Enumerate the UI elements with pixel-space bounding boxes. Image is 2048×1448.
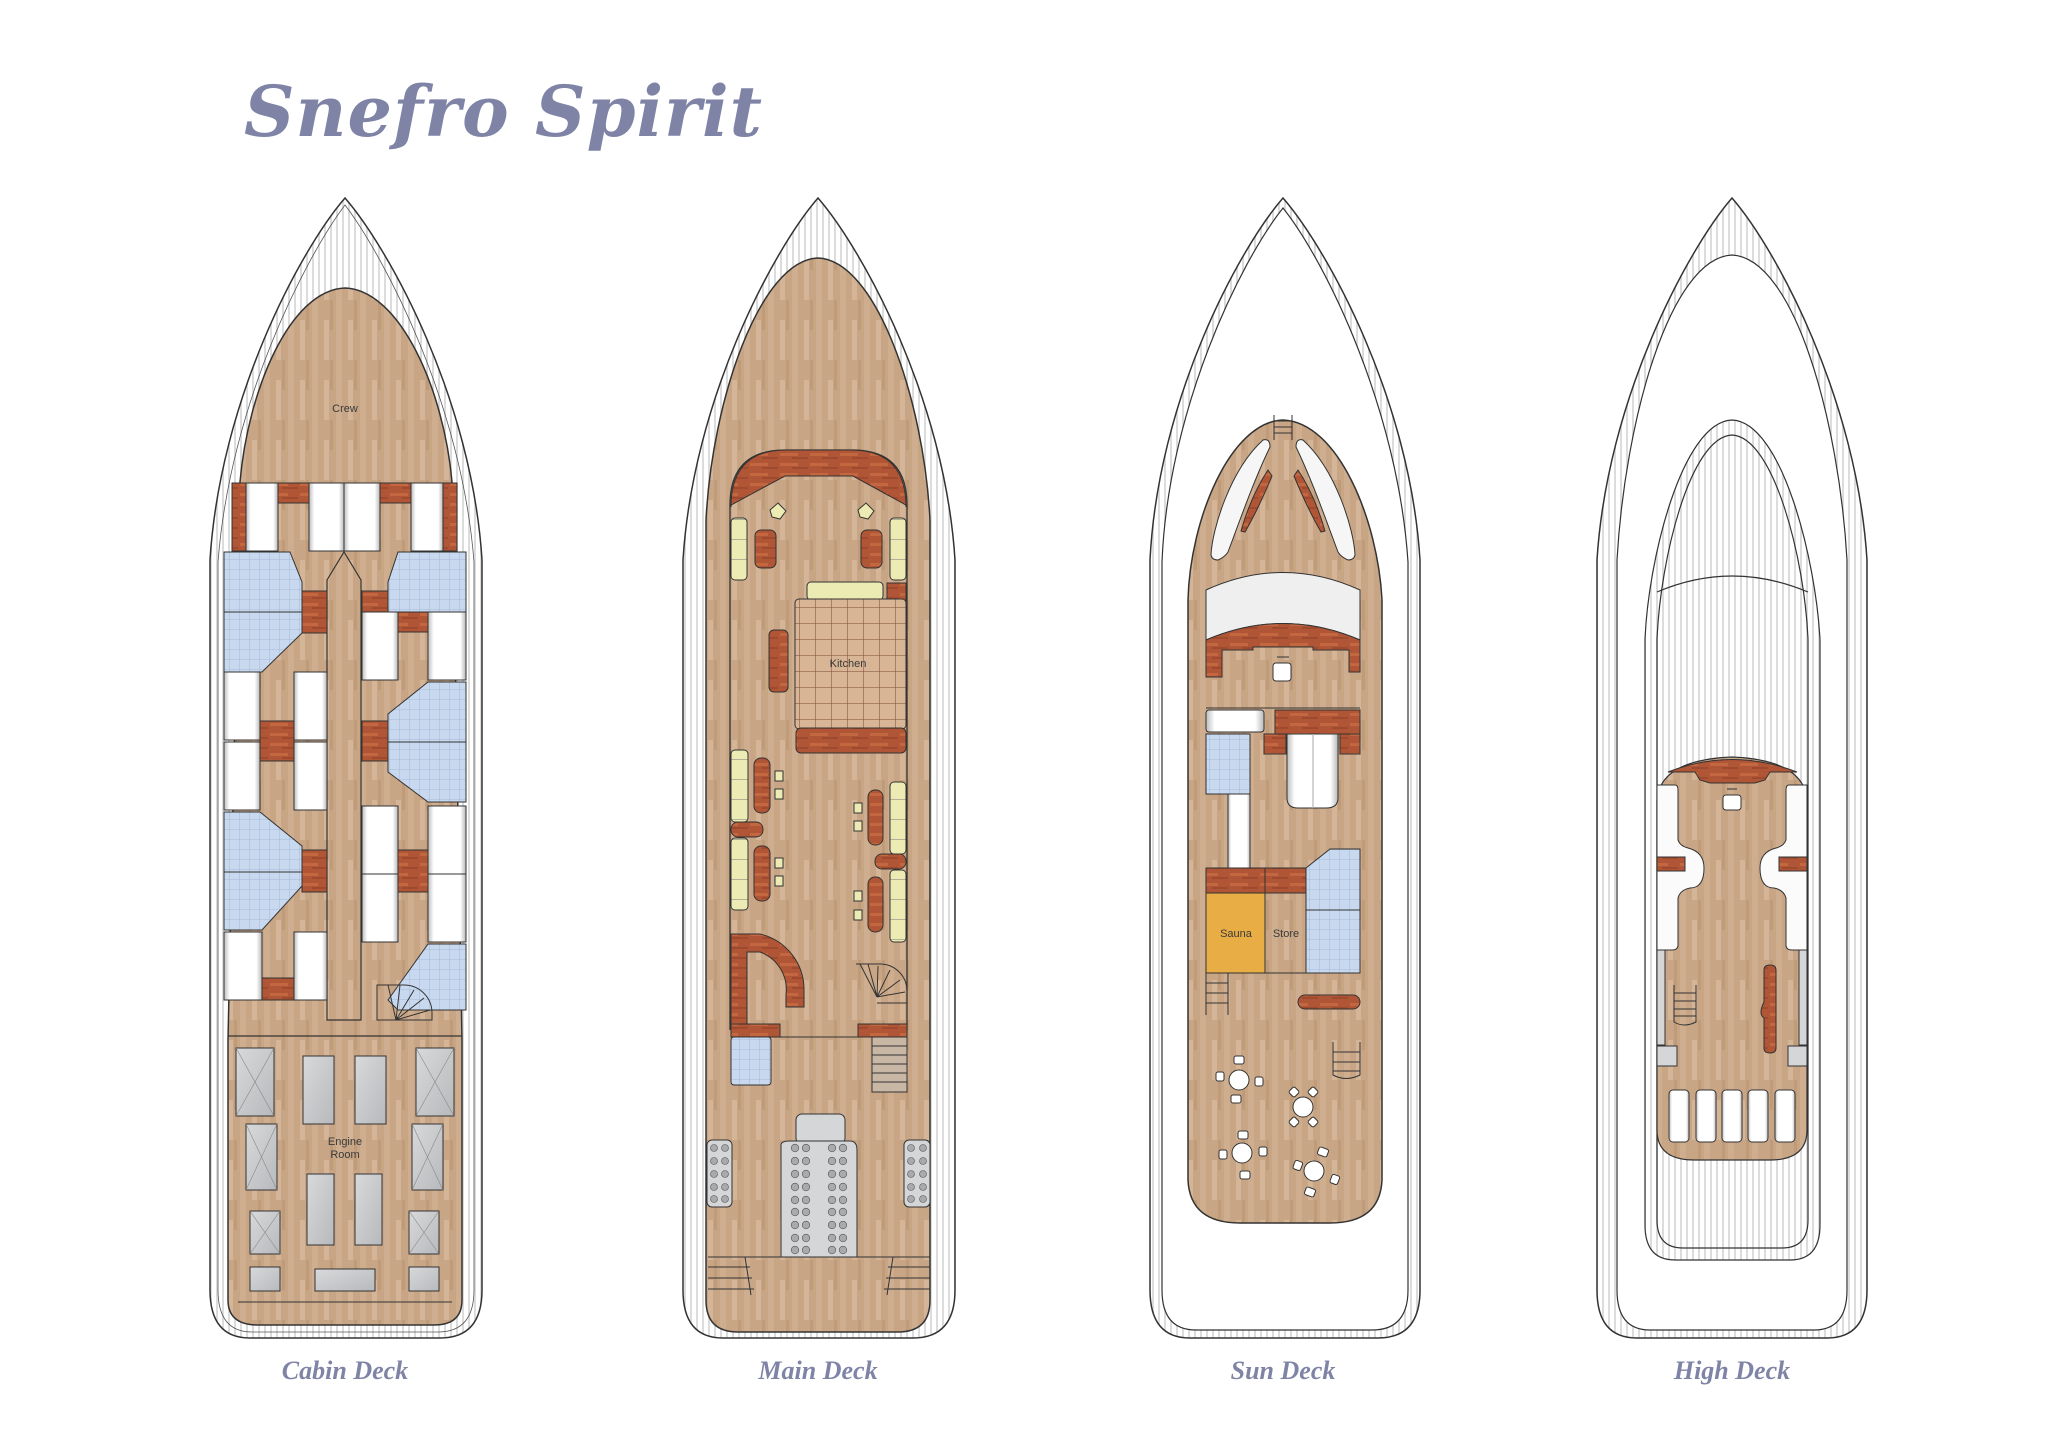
round-tables [1215, 1055, 1341, 1198]
sauna-label: Sauna [1220, 928, 1253, 940]
ladder-icon [1673, 985, 1697, 1026]
cabin-hull-inner [217, 204, 475, 1333]
bow-ladder-icon [1273, 415, 1293, 440]
sun-loungers [1668, 1089, 1796, 1143]
helm-seat [1272, 662, 1292, 682]
store-label: Store [1273, 928, 1299, 940]
sauna [1205, 892, 1266, 974]
cabin-deck-plan: Crew [209, 196, 483, 1339]
spiral-staircase-icon [856, 963, 908, 1004]
ladder-icon [1205, 973, 1229, 1015]
sun-pad-left [1210, 439, 1271, 561]
sun-deck-plan: Sauna Store [1149, 196, 1421, 1339]
main-deck-label: Main Deck [758, 1356, 878, 1385]
engine-room-label: Engine [328, 1136, 362, 1148]
sun-pad-right [1295, 439, 1356, 561]
helm-seat [1722, 794, 1742, 811]
sun-deck-label: Sun Deck [1230, 1356, 1336, 1385]
helm-console [1667, 759, 1798, 784]
kitchen-label: Kitchen [830, 658, 867, 670]
crew-label: Crew [332, 403, 358, 415]
engine-room: Engine Room [235, 1047, 455, 1303]
stairs-icon [871, 1036, 908, 1093]
spiral-staircase-icon [376, 984, 433, 1021]
bar-counter [730, 933, 805, 1025]
page-title: Snefro Spirit [244, 70, 763, 153]
high-deck-plan [1596, 196, 1868, 1339]
high-deck-label: High Deck [1673, 1356, 1791, 1385]
main-deck-plan: Kitchen [682, 196, 956, 1339]
svg-text:Room: Room [330, 1149, 359, 1161]
dive-tank-racks [706, 1113, 931, 1296]
bar-counter [1760, 964, 1777, 1054]
helm-console [1205, 623, 1361, 678]
cabin-deck-label: Cabin Deck [281, 1356, 409, 1385]
stern-ladder-icon [1332, 1042, 1361, 1079]
